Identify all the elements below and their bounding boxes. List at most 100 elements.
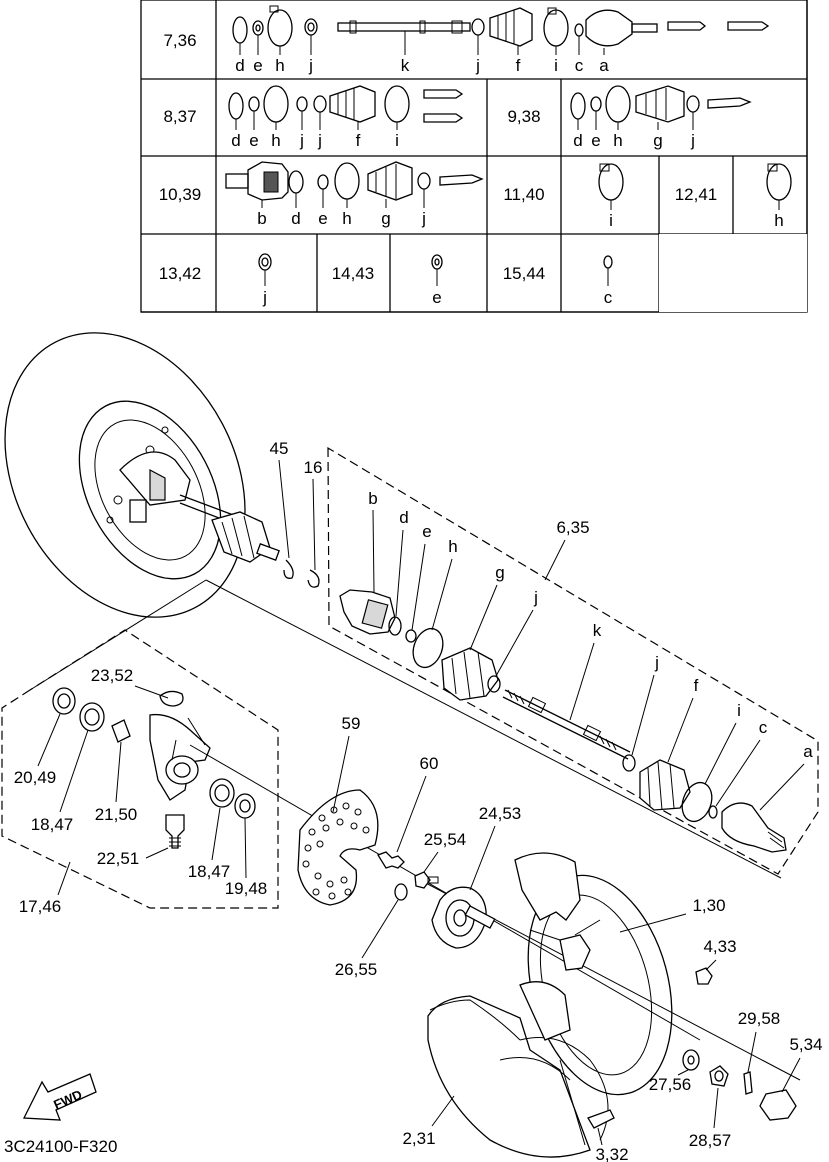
table-ref-9-38: 9,38 (507, 107, 540, 126)
hub-24-53: 24,53 (431, 804, 522, 949)
callout-4-33: 4,33 (703, 937, 736, 956)
drive-shaft-group: 6,35 b d e h g j k (327, 446, 819, 875)
svg-text:j: j (262, 288, 267, 307)
svg-text:c: c (604, 288, 613, 307)
row3-parts (225, 161, 792, 210)
table-ref-12-41: 12,41 (675, 185, 718, 204)
svg-text:a: a (803, 742, 813, 761)
svg-text:i: i (554, 56, 558, 75)
nut-28-57: 28,57 (689, 1065, 732, 1150)
fwd-arrow-icon: FWD (22, 1073, 97, 1121)
svg-text:j: j (421, 209, 426, 228)
callout-3-32: 3,32 (595, 1145, 628, 1162)
svg-text:f: f (356, 131, 361, 150)
row2-letters: d e h j j f i d e h g j (231, 131, 695, 150)
callout-19-48: 19,48 (225, 879, 268, 898)
table-ref-8-37: 8,37 (163, 107, 196, 126)
svg-text:c: c (575, 56, 584, 75)
svg-text:e: e (318, 209, 327, 228)
callout-2-31: 2,31 (402, 1129, 435, 1148)
o-ring-26-55: 26,55 (335, 883, 408, 979)
svg-text:d: d (291, 209, 300, 228)
svg-text:i: i (395, 131, 399, 150)
svg-text:j: j (317, 131, 322, 150)
washer-27-56: 27,56 (649, 1049, 700, 1094)
svg-text:e: e (432, 288, 441, 307)
callout-6-35: 6,35 (556, 518, 589, 537)
svg-text:e: e (253, 56, 262, 75)
bolt-25-54: 25,54 (414, 830, 466, 889)
svg-text:k: k (593, 621, 602, 640)
assembled-wheel-illustration (4, 332, 280, 618)
svg-text:b: b (257, 209, 266, 228)
svg-text:k: k (401, 56, 410, 75)
callout-60: 60 (420, 754, 439, 773)
wheel-rim-1-30: 1,30 (514, 852, 726, 1096)
svg-text:i: i (737, 701, 741, 720)
figure-code: 3C24100-F320 (4, 1137, 117, 1156)
svg-text:e: e (422, 522, 431, 541)
table-ref-14-43: 14,43 (332, 264, 375, 283)
knuckle-group: 23,52 20,49 18,47 21,50 22,51 18,47 19,4… (1, 629, 279, 916)
svg-text:g: g (381, 209, 390, 228)
svg-text:f: f (516, 56, 521, 75)
clips-45-16: 45 16 (270, 439, 323, 588)
svg-text:h: h (448, 537, 457, 556)
cap-5-34: 5,34 (759, 1035, 823, 1121)
table-ref-11-40: 11,40 (503, 185, 544, 204)
callout-59: 59 (342, 714, 361, 733)
table-ref-15-44: 15,44 (503, 264, 546, 283)
callout-29-58: 29,58 (738, 1009, 781, 1028)
svg-text:d: d (399, 508, 408, 527)
table-ref-10-39: 10,39 (159, 185, 202, 204)
callout-20-49: 20,49 (14, 768, 57, 787)
svg-text:e: e (591, 131, 600, 150)
callout-18-47-upper: 18,47 (31, 815, 74, 834)
svg-text:f: f (694, 676, 699, 695)
svg-text:h: h (275, 56, 284, 75)
svg-text:j: j (654, 653, 659, 672)
callout-17-46: 17,46 (19, 897, 62, 916)
callout-18-47-lower: 18,47 (188, 862, 231, 881)
parts-table: 7,36 8,37 9,38 10,39 11,40 12,41 13,42 1… (140, 0, 808, 313)
bolt-60: 60 (377, 754, 439, 869)
callout-21-50: 21,50 (95, 805, 138, 824)
svg-text:h: h (613, 131, 622, 150)
svg-text:e: e (249, 131, 258, 150)
svg-text:c: c (759, 718, 768, 737)
svg-text:d: d (573, 131, 582, 150)
svg-text:j: j (690, 131, 695, 150)
svg-text:g: g (495, 563, 504, 582)
callout-27-56: 27,56 (649, 1075, 692, 1094)
callout-23-52: 23,52 (91, 666, 134, 685)
row4-letters: j e c (262, 288, 613, 307)
svg-text:a: a (599, 56, 609, 75)
brake-disc: 59 (297, 714, 379, 906)
table-ref-7-36: 7,36 (163, 31, 196, 50)
svg-text:j: j (475, 56, 480, 75)
nut-4-33: 4,33 (695, 937, 737, 985)
row1-letters: d e h j k j f i c a (235, 56, 609, 75)
valve-3-32: 3,32 (559, 1059, 629, 1162)
svg-text:h: h (342, 209, 351, 228)
tire-2-31: 2,31 (402, 981, 609, 1158)
svg-text:j: j (299, 131, 304, 150)
row2-parts (228, 85, 752, 130)
svg-text:g: g (653, 131, 662, 150)
row4-parts (258, 253, 613, 286)
svg-text:h: h (774, 211, 783, 230)
callout-16: 16 (304, 458, 323, 477)
callout-28-57: 28,57 (689, 1131, 732, 1150)
callout-24-53: 24,53 (479, 804, 522, 823)
svg-text:j: j (308, 56, 313, 75)
svg-text:i: i (609, 211, 613, 230)
callout-45: 45 (270, 439, 289, 458)
callout-26-55: 26,55 (335, 960, 378, 979)
callout-5-34: 5,34 (789, 1035, 822, 1054)
svg-text:d: d (235, 56, 244, 75)
callout-1-30: 1,30 (692, 896, 725, 915)
row1-parts (232, 5, 770, 55)
svg-text:j: j (533, 588, 538, 607)
svg-text:h: h (271, 131, 280, 150)
